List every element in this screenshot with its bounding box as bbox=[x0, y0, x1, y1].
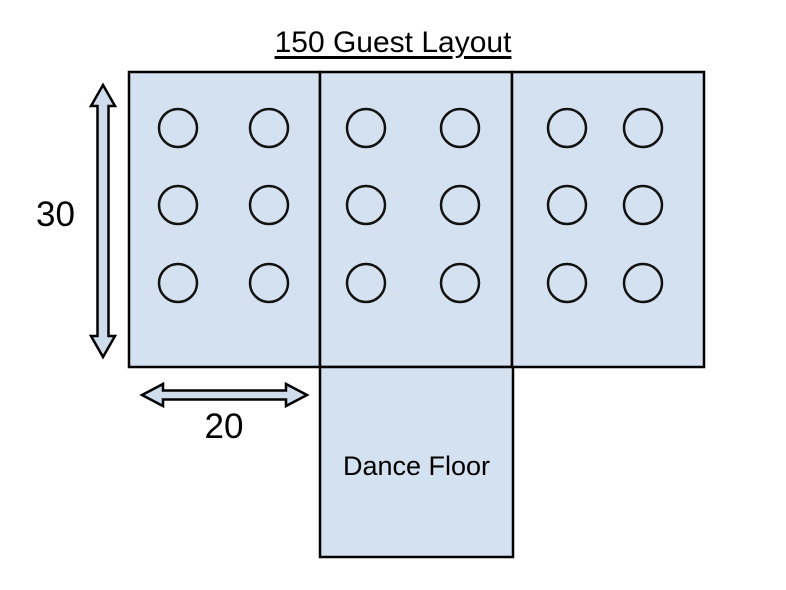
guest-table[interactable] bbox=[157, 262, 199, 304]
banquet-section-left-floor[interactable] bbox=[127, 70, 322, 369]
guest-table[interactable] bbox=[345, 107, 387, 149]
banquet-section-middle-floor[interactable] bbox=[318, 70, 514, 369]
guest-table[interactable] bbox=[157, 184, 199, 226]
guest-table[interactable] bbox=[439, 262, 481, 304]
horizontal-dimension-arrow bbox=[139, 381, 310, 409]
guest-table[interactable] bbox=[345, 184, 387, 226]
page-title: 150 Guest Layout bbox=[274, 26, 512, 59]
guest-table[interactable] bbox=[157, 107, 199, 149]
guest-table[interactable] bbox=[622, 107, 664, 149]
dance-floor-label: Dance Floor bbox=[342, 451, 491, 481]
guest-table[interactable] bbox=[546, 107, 588, 149]
dance-floor-area[interactable] bbox=[318, 365, 515, 559]
guest-table[interactable] bbox=[622, 262, 664, 304]
guest-table[interactable] bbox=[248, 184, 290, 226]
dimension-label-height: 30 bbox=[36, 195, 75, 234]
guest-table[interactable] bbox=[622, 184, 664, 226]
guest-table[interactable] bbox=[248, 262, 290, 304]
banquet-section-middle[interactable] bbox=[318, 70, 514, 369]
banquet-section-left[interactable] bbox=[127, 70, 322, 369]
banquet-section-right[interactable] bbox=[510, 70, 706, 369]
guest-table[interactable] bbox=[439, 107, 481, 149]
guest-table[interactable] bbox=[439, 184, 481, 226]
guest-table[interactable] bbox=[546, 262, 588, 304]
dimension-label-width: 20 bbox=[204, 407, 244, 446]
guest-table[interactable] bbox=[345, 262, 387, 304]
guest-table[interactable] bbox=[546, 184, 588, 226]
guest-table[interactable] bbox=[248, 107, 290, 149]
banquet-section-right-floor[interactable] bbox=[510, 70, 706, 369]
vertical-dimension-arrow bbox=[88, 82, 118, 360]
